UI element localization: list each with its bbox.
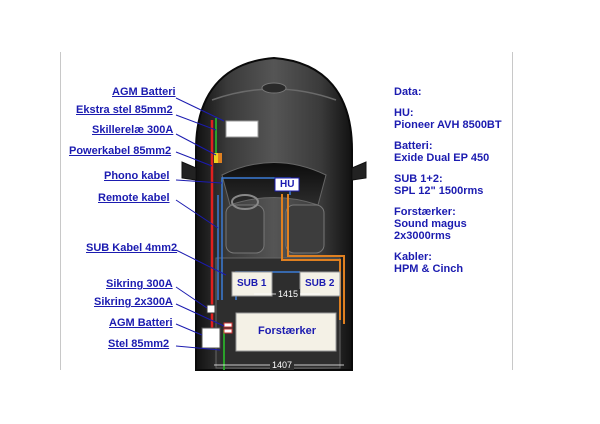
data-sub: SUB 1+2: SPL 12" 1500rms [394, 173, 554, 197]
leader-power [175, 151, 213, 167]
label-phono-cable: Phono kabel [104, 170, 170, 182]
dimension-outer: 1407 [270, 360, 295, 370]
label-power-cable: Powerkabel 85mm2 [69, 145, 172, 157]
hu-label: HU [280, 179, 295, 190]
frame-line-right [512, 52, 513, 370]
fuse-300a [206, 304, 216, 314]
leader-relay [175, 133, 217, 156]
data-heading: Data: [394, 86, 422, 98]
leader-agm-top [175, 97, 225, 122]
label-extra-ground: Ekstra stel 85mm2 [76, 104, 173, 116]
data-amp-value-2: 2x3000rms [394, 230, 451, 242]
data-hu-title: HU: [394, 107, 414, 119]
sub2-label: SUB 2 [305, 278, 335, 289]
data-hu: HU: Pioneer AVH 8500BT [394, 107, 554, 131]
leader-ground-85 [175, 345, 221, 351]
label-agm-battery-top: AGM Batteri [112, 86, 176, 98]
label-relay: Skillerelæ 300A [92, 124, 174, 136]
leader-phono [175, 179, 223, 184]
label-fuse-2x300: Sikring 2x300A [94, 296, 173, 308]
sub2-box [299, 271, 341, 297]
leader-agm-bottom [175, 323, 203, 336]
label-remote-cable: Remote kabel [98, 192, 170, 204]
speaker-cable-2 [287, 194, 345, 324]
data-amp-title: Forstærker: [394, 206, 456, 218]
label-ground-85: Stel 85mm2 [108, 338, 170, 350]
data-battery-title: Batteri: [394, 140, 433, 152]
data-hu-value: Pioneer AVH 8500BT [394, 119, 502, 131]
label-fuse-300: Sikring 300A [106, 278, 173, 290]
leader-extra-ground [175, 114, 217, 131]
leader-fuse-300 [175, 286, 208, 309]
data-cables-value: HPM & Cinch [394, 263, 464, 275]
seat-left [225, 204, 265, 254]
label-sub-cable: SUB Kabel 4mm2 [86, 242, 178, 254]
seat-right [285, 204, 325, 254]
data-battery: Batteri: Exide Dual EP 450 [394, 140, 554, 164]
leader-sub-cable [175, 249, 227, 276]
mirror-left [181, 161, 197, 181]
leader-remote [175, 199, 219, 229]
fuse-2x300a-b [223, 328, 233, 334]
label-agm-battery-bottom: AGM Batteri [109, 317, 173, 329]
hood-vent [261, 82, 287, 94]
steering-wheel [231, 194, 259, 210]
dimension-inner: 1415 [276, 289, 301, 299]
sub1-box [231, 271, 273, 297]
mirror-right [351, 161, 367, 181]
data-sub-title: SUB 1+2: [394, 173, 443, 185]
agm-battery-bottom [201, 327, 221, 349]
data-cables: Kabler: HPM & Cinch [394, 251, 554, 275]
extra-ground-box [225, 120, 259, 138]
data-sub-value: SPL 12" 1500rms [394, 185, 484, 197]
data-cables-title: Kabler: [394, 251, 432, 263]
data-battery-value: Exide Dual EP 450 [394, 152, 490, 164]
frame-line-left [60, 52, 61, 370]
relay-block [214, 153, 221, 163]
data-panel: Data: HU: Pioneer AVH 8500BT Batteri: Ex… [394, 86, 554, 284]
data-amp-value-1: Sound magus [394, 218, 467, 230]
sub1-label: SUB 1 [237, 278, 267, 289]
hu-box [274, 177, 300, 192]
leader-fuse-2x300 [175, 303, 225, 327]
amplifier-label: Forstærker [258, 325, 317, 337]
relay-block-2 [218, 153, 222, 163]
fuse-2x300a-a [223, 322, 233, 328]
data-amp: Forstærker: Sound magus 2x3000rms [394, 206, 554, 242]
amplifier-box [235, 312, 337, 352]
